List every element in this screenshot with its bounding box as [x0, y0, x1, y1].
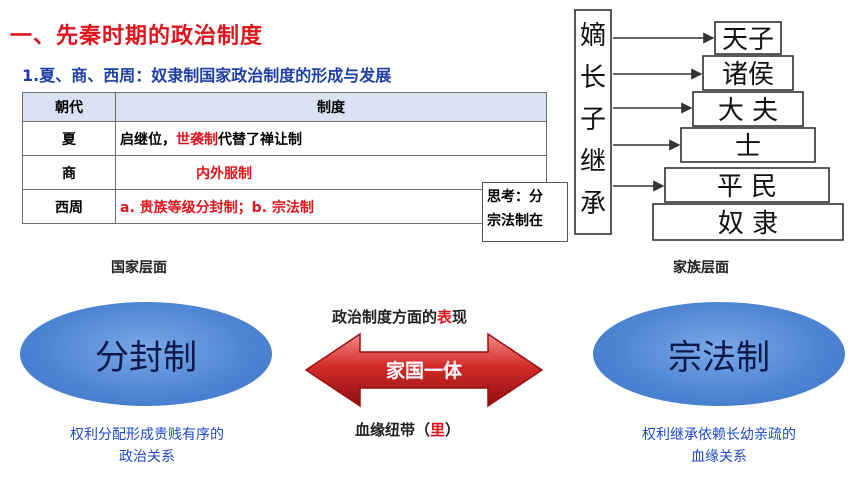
level-box-slaves: [652, 203, 844, 241]
zongfa-caption: 权利继承依赖长幼亲疏的 血缘关系: [594, 424, 844, 468]
table-row: 商 内外服制: [22, 155, 547, 190]
side-char: 子: [580, 105, 606, 135]
level-label: 大 夫: [718, 96, 778, 126]
family-level-caption: 家族层面: [673, 260, 729, 276]
text-plain: 启继位，: [120, 131, 176, 148]
side-char: 继: [580, 147, 606, 177]
table-header-dynasty: 朝代: [22, 92, 116, 122]
caption-line: 政治关系: [119, 449, 175, 465]
side-char: 嫡: [580, 21, 606, 51]
level-label: 平 民: [717, 172, 777, 202]
text-highlight: 里: [430, 421, 446, 439]
zongfa-label: 宗法制: [668, 337, 770, 378]
fengjian-label: 分封制: [95, 337, 197, 378]
text-plain: 代替了禅让制: [218, 131, 302, 148]
text-plain: 血缘纽带（: [355, 421, 431, 439]
side-char: 承: [580, 189, 606, 219]
level-box-lords: [702, 55, 794, 91]
table-header-row: 朝代 制度: [22, 92, 547, 122]
table-cell-system: a. 贵族等级分封制；b. 宗法制: [115, 189, 547, 224]
caption-line: 血缘关系: [691, 449, 747, 465]
page-title: 一、先秦时期的政治制度: [10, 24, 264, 49]
state-level-caption: 国家层面: [111, 260, 167, 276]
level-box-emperor: [714, 21, 782, 55]
level-box-commoners: [664, 167, 830, 203]
zongfa-ellipse: 宗法制: [593, 302, 845, 406]
text-highlight: 表: [437, 308, 453, 326]
table-cell-system: 启继位，世袭制代替了禅让制: [115, 121, 547, 156]
table-row: 西周 a. 贵族等级分封制；b. 宗法制: [22, 189, 547, 224]
text-highlight: a. 贵族等级分封制；b. 宗法制: [120, 199, 314, 216]
text-highlight: 世袭制: [176, 131, 218, 148]
side-char: 长: [580, 63, 606, 93]
text-highlight: 内外服制: [196, 165, 252, 182]
dynasty-table: 朝代 制度 夏 启继位，世袭制代替了禅让制 商 内外服制 西周 a. 贵族等级分…: [22, 92, 547, 224]
clan-hierarchy-diagram: 嫡 长 子 继 承 天子 诸侯 大 夫 士 平 民 奴 隶: [574, 9, 844, 241]
double-arrow-shape: [304, 332, 544, 408]
level-label: 天子: [722, 25, 774, 55]
level-label: 士: [735, 132, 761, 162]
table-cell-dynasty: 商: [22, 155, 116, 190]
text-plain: 现: [452, 308, 468, 326]
text-plain: 政治制度方面的: [332, 308, 438, 326]
center-bottom-label: 血缘纽带（里）: [355, 419, 460, 440]
think-line-1: 思考：分: [487, 189, 543, 205]
fengjian-ellipse: 分封制: [20, 302, 272, 406]
arrow-label: 家国一体: [386, 359, 463, 382]
think-box: 思考：分 宗法制在: [482, 182, 568, 242]
table-cell-system: 内外服制: [115, 155, 547, 190]
fengjian-caption: 权利分配形成贵贱有序的 政治关系: [22, 424, 272, 468]
caption-line: 权利继承依赖长幼亲疏的: [642, 427, 796, 443]
level-box-ministers: [692, 91, 804, 127]
caption-line: 权利分配形成贵贱有序的: [70, 427, 224, 443]
level-label: 诸侯: [722, 60, 774, 90]
double-arrow: 家国一体: [304, 332, 544, 408]
level-box-scholars: [680, 127, 816, 163]
table-cell-dynasty: 西周: [22, 189, 116, 224]
level-label: 奴 隶: [718, 209, 778, 239]
think-line-2: 宗法制在: [487, 213, 543, 229]
section-subtitle: 1.夏、商、西周：奴隶制国家政治制度的形成与发展: [22, 66, 392, 85]
table-row: 夏 启继位，世袭制代替了禅让制: [22, 121, 547, 156]
table-cell-dynasty: 夏: [22, 121, 116, 156]
text-plain: ）: [445, 421, 461, 439]
table-header-system: 制度: [115, 92, 547, 122]
center-top-label: 政治制度方面的表现: [332, 306, 467, 327]
side-column-box: [574, 9, 612, 235]
